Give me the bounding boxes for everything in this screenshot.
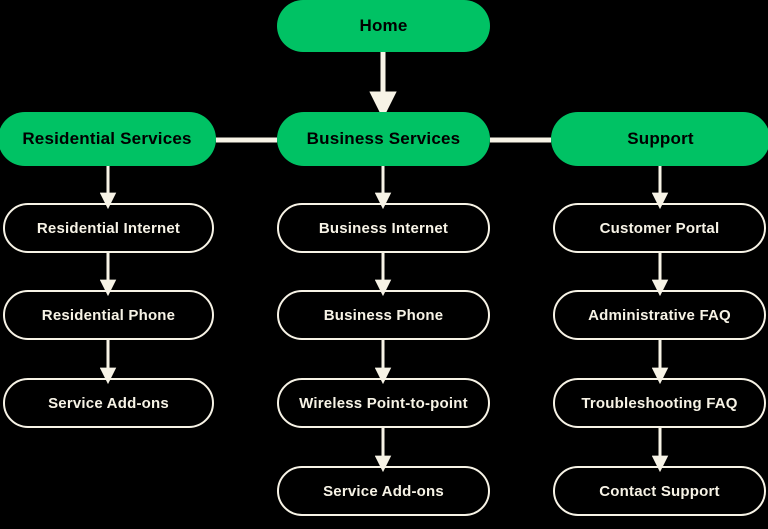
node-business-phone[interactable]: Business Phone bbox=[277, 290, 490, 340]
node-business-service-addons-label: Service Add-ons bbox=[323, 482, 444, 500]
node-troubleshooting-faq-label: Troubleshooting FAQ bbox=[581, 394, 738, 412]
node-contact-support[interactable]: Contact Support bbox=[553, 466, 766, 516]
node-support[interactable]: Support bbox=[551, 112, 768, 166]
node-residential-service-addons[interactable]: Service Add-ons bbox=[3, 378, 214, 428]
node-business-internet-label: Business Internet bbox=[318, 219, 449, 237]
node-customer-portal[interactable]: Customer Portal bbox=[553, 203, 766, 253]
node-home[interactable]: Home bbox=[277, 0, 490, 52]
node-business-internet[interactable]: Business Internet bbox=[277, 203, 490, 253]
node-wireless-point-to-point[interactable]: Wireless Point-to-point bbox=[277, 378, 490, 428]
node-support-label: Support bbox=[627, 129, 694, 148]
node-home-label: Home bbox=[359, 16, 408, 35]
node-contact-support-label: Contact Support bbox=[599, 482, 720, 500]
node-wireless-point-to-point-label: Wireless Point-to-point bbox=[299, 394, 468, 412]
node-administrative-faq[interactable]: Administrative FAQ bbox=[553, 290, 766, 340]
node-business-service-addons[interactable]: Service Add-ons bbox=[277, 466, 490, 516]
node-business-services-label: Business Services bbox=[306, 129, 461, 148]
node-residential-services-label: Residential Services bbox=[22, 129, 192, 148]
node-business-phone-label: Business Phone bbox=[323, 306, 444, 324]
node-residential-internet[interactable]: Residential Internet bbox=[3, 203, 214, 253]
node-business-services[interactable]: Business Services bbox=[277, 112, 490, 166]
node-troubleshooting-faq[interactable]: Troubleshooting FAQ bbox=[553, 378, 766, 428]
node-residential-internet-label: Residential Internet bbox=[36, 219, 181, 237]
node-residential-service-addons-label: Service Add-ons bbox=[48, 394, 169, 412]
node-administrative-faq-label: Administrative FAQ bbox=[588, 306, 731, 324]
node-residential-phone[interactable]: Residential Phone bbox=[3, 290, 214, 340]
node-residential-services[interactable]: Residential Services bbox=[0, 112, 216, 166]
node-customer-portal-label: Customer Portal bbox=[599, 219, 720, 237]
node-residential-phone-label: Residential Phone bbox=[41, 306, 176, 324]
